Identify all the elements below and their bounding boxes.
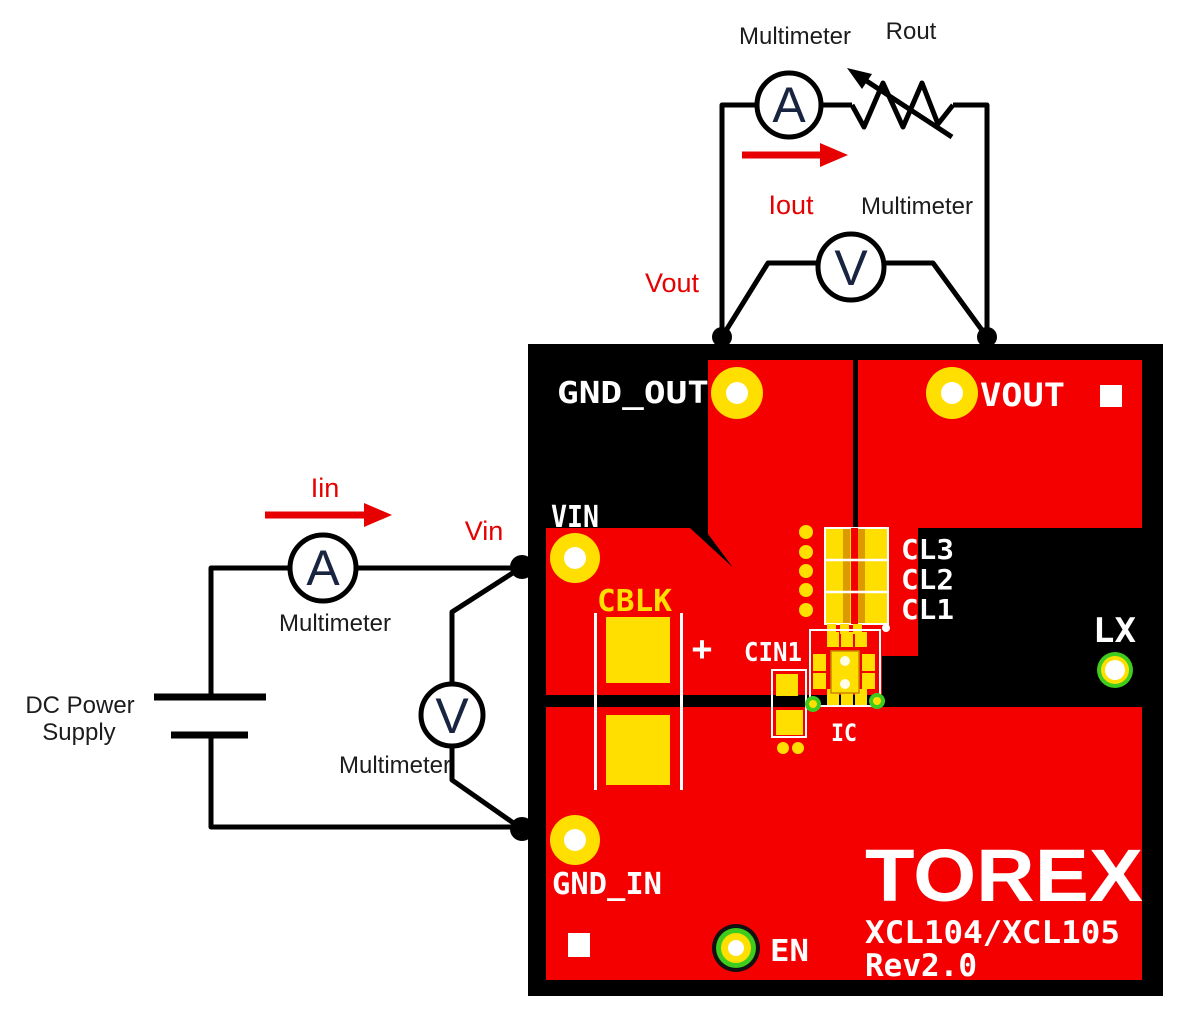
wire-voltmeter-in-bottom: [449, 746, 524, 832]
cl-center-gap: [851, 528, 858, 624]
cin1-via: [777, 742, 789, 754]
cl-fiducial-dot: [882, 624, 890, 632]
ammeter-symbol: A: [772, 77, 806, 133]
label-cblk-plus: +: [692, 629, 712, 669]
label-cl2: CL2: [901, 563, 954, 596]
rout-label: Rout: [886, 18, 937, 45]
cl-component-block: [824, 527, 890, 634]
cblk-outline-left: [594, 613, 597, 790]
cin1-component: [771, 669, 807, 754]
label-lx: LX: [1093, 611, 1137, 651]
label-part-number: XCL104/XCL105: [865, 915, 1120, 951]
ic-footprint: [805, 629, 885, 712]
pad-gnd-in-hole: [564, 829, 586, 851]
pad-vout-hole: [941, 382, 963, 404]
junction-dot-gnd-in: [510, 817, 534, 841]
ammeter-symbol: A: [306, 540, 340, 596]
cin1-via: [792, 742, 804, 754]
label-ic: IC: [831, 719, 857, 747]
label-en: EN: [770, 934, 809, 969]
wire-voltmeter-out-right: [884, 260, 990, 339]
copper-region-gnd-out: [708, 360, 853, 624]
fiducial-square-top-right: [1100, 385, 1122, 407]
cblk-component: [594, 613, 683, 790]
ic-center-via: [840, 679, 850, 689]
label-gnd-out: GND_OUT: [557, 376, 709, 411]
multimeter-top-label: Multimeter: [739, 23, 851, 50]
label-vin: VIN: [551, 500, 599, 535]
ic-corner-via-core: [873, 697, 881, 705]
label-revision: Rev2.0: [865, 948, 977, 984]
wire-input-bottom: [208, 735, 522, 830]
variable-resistor-arrowhead: [847, 68, 872, 89]
cin1-pad-bottom: [776, 710, 803, 735]
ic-corner-via-core: [809, 700, 817, 708]
ic-center-via: [840, 656, 850, 666]
copper-region-vout: [858, 360, 1142, 656]
ammeter-icon: [287, 532, 359, 604]
iin-label: Iin: [311, 473, 340, 503]
pad-en-hole: [728, 940, 744, 956]
wire-voltmeter-out-left: [719, 260, 818, 339]
battery-icon: [154, 693, 266, 739]
voltmeter-icon: [815, 231, 887, 303]
junction-dot-vout: [977, 327, 997, 347]
ammeter-icon: [754, 70, 824, 140]
variable-resistor-icon: [849, 80, 955, 130]
label-vout: VOUT: [980, 376, 1065, 414]
multimeter-right-label: Multimeter: [861, 193, 973, 220]
label-cblk: CBLK: [597, 584, 672, 619]
input-measurement-circuit: A V Iin Vin Multimeter Multimeter DC Pow…: [25, 473, 534, 841]
fiducial-square-bottom-left: [568, 933, 590, 957]
iout-label: Iout: [768, 190, 814, 220]
wire-output-right: [953, 102, 990, 337]
cl-bar-left: [843, 529, 850, 623]
ic-outline: [809, 629, 881, 707]
brand-logo: TOREX: [865, 834, 1143, 917]
voltmeter-symbol: V: [435, 688, 469, 744]
label-cl1: CL1: [901, 593, 954, 626]
label-cin1: CIN1: [744, 638, 802, 668]
dc-power-supply-label-line2: Supply: [42, 719, 115, 746]
wire-input-top: [208, 565, 522, 697]
cblk-pad-top: [606, 617, 670, 683]
junction-dot-vin: [510, 555, 534, 579]
wire-voltmeter-in-top: [449, 564, 524, 684]
multimeter-lower-label: Multimeter: [339, 752, 451, 779]
evaluation-board: GND_OUT VOUT VIN CBLK + CIN1 IC CL3 CL2 …: [528, 344, 1163, 996]
cblk-outline-right: [680, 613, 683, 790]
label-gnd-in: GND_IN: [552, 867, 662, 902]
output-measurement-circuit: A V Multimeter Rout Iout Multimeter Vout: [645, 18, 997, 347]
pad-vin-hole: [564, 547, 586, 569]
vin-label: Vin: [465, 516, 504, 546]
label-cl3: CL3: [901, 533, 954, 566]
voltmeter-symbol: V: [834, 240, 868, 296]
cblk-pad-bottom: [606, 715, 670, 785]
terminal-pads: [550, 367, 1133, 972]
iin-current-arrowhead: [364, 503, 392, 527]
pad-lx-hole: [1105, 660, 1125, 680]
iout-current-arrowhead: [820, 143, 848, 167]
vout-label: Vout: [645, 268, 700, 298]
cl-bar-right: [858, 529, 865, 623]
multimeter-left-label: Multimeter: [279, 610, 391, 637]
voltmeter-icon: [418, 681, 486, 749]
cin1-pad-top: [776, 674, 798, 696]
junction-dot-gnd-out: [712, 327, 732, 347]
dc-power-supply-label-line1: DC Power: [25, 692, 134, 719]
pad-gnd-out-hole: [726, 382, 748, 404]
via-dot-column: [799, 525, 813, 617]
variable-resistor-arrow: [860, 75, 954, 140]
